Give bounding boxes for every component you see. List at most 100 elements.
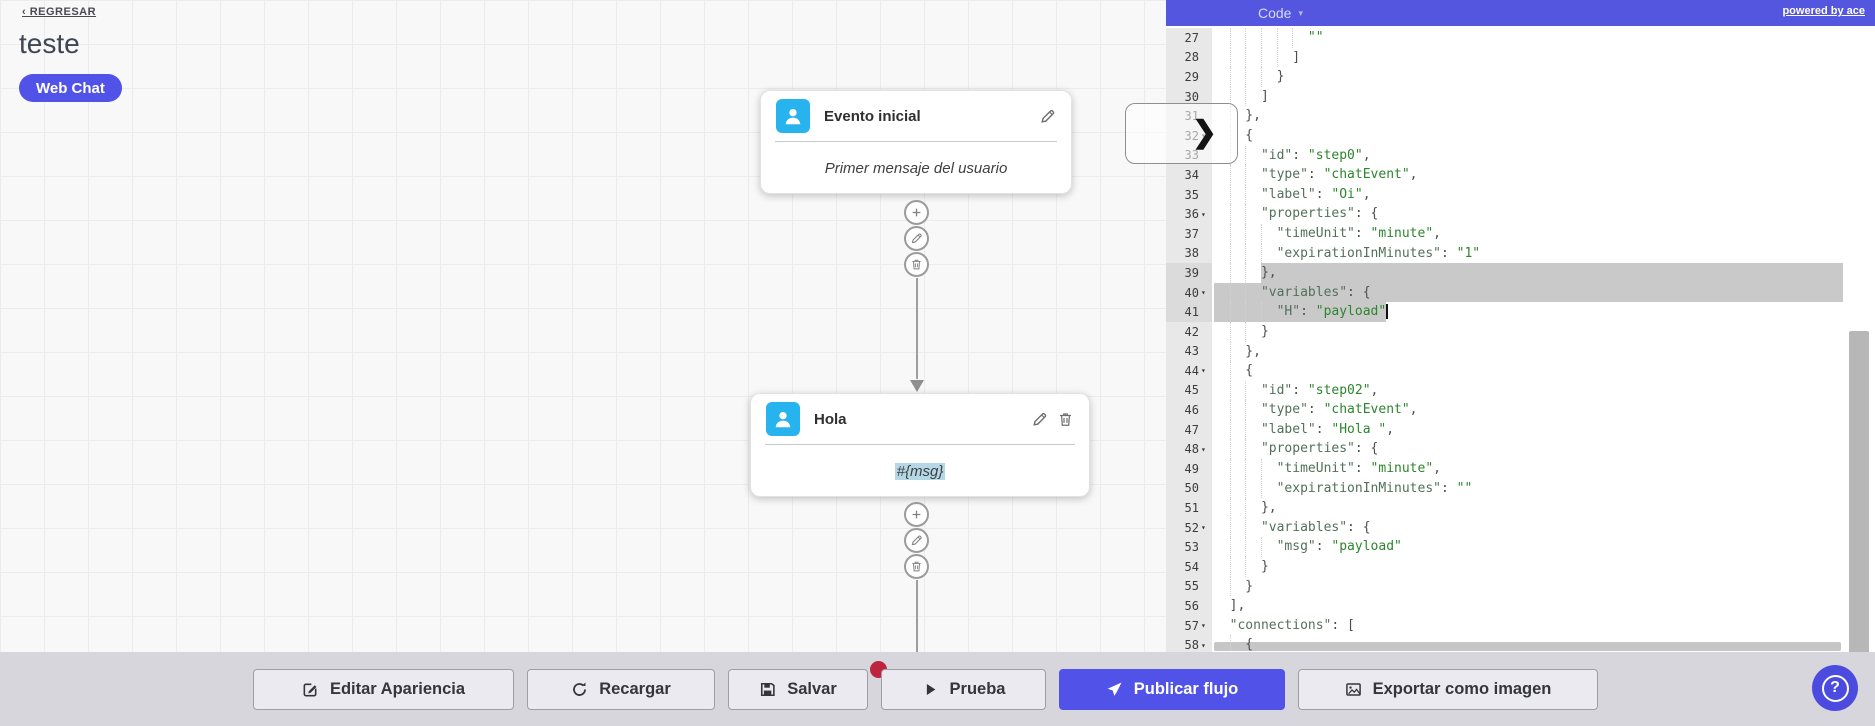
flow-title: teste [19, 28, 80, 59]
indent-guide [1245, 478, 1247, 499]
code-mode-label: Code [1258, 5, 1292, 21]
indent-guide [1229, 28, 1231, 48]
selection-highlight [1214, 302, 1387, 322]
fold-arrow-icon[interactable]: ▾ [1201, 288, 1206, 298]
gutter-cell: 49 [1166, 459, 1212, 479]
indent-guide [1229, 576, 1231, 597]
indent-guide [1229, 243, 1231, 264]
indent-guide [1229, 478, 1231, 499]
button-label: Publicar flujo [1133, 679, 1239, 698]
gutter-cell: 28 [1166, 47, 1212, 68]
indent-guide [1245, 321, 1247, 342]
code-line: 41"H": "payload" [1166, 302, 1875, 322]
gutter-cell: 38 [1166, 243, 1212, 264]
connector-line [915, 580, 918, 653]
code-editor[interactable]: 27""28]29}30]31},32▾{33"id": "step0",34"… [1166, 26, 1875, 652]
connector [904, 502, 929, 653]
code-line-content: "connections": [ [1229, 617, 1355, 633]
code-line-content: } [1212, 576, 1875, 597]
indent-guide [1229, 341, 1231, 362]
refresh-icon [571, 681, 588, 698]
code-line: 38"expirationInMinutes": "1" [1166, 243, 1875, 264]
line-number: 57 [1184, 618, 1199, 633]
indent-guide [1292, 28, 1294, 48]
code-line: 57▾ "connections": [ [1166, 615, 1875, 636]
code-line: 29} [1166, 67, 1875, 87]
connector-plus-button[interactable] [904, 200, 929, 225]
line-number: 56 [1184, 599, 1199, 614]
indent-guide [1229, 498, 1231, 518]
fold-arrow-icon[interactable]: ▾ [1201, 209, 1206, 219]
code-line: 44▾{ [1166, 361, 1875, 381]
connector [904, 200, 929, 392]
code-line: 56], [1166, 596, 1875, 616]
line-number: 54 [1184, 559, 1199, 574]
indent-guide [1245, 439, 1247, 460]
gutter-cell: 54 [1166, 557, 1212, 577]
indent-guide [1229, 67, 1231, 87]
indent-guide [1245, 400, 1247, 420]
gutter-cell: 39 [1166, 263, 1212, 283]
node-hola[interactable]: Hola #{msg} [750, 393, 1090, 497]
connector-trash-button[interactable] [904, 252, 929, 277]
code-line: 32▾{ [1166, 125, 1875, 146]
fold-arrow-icon[interactable]: ▾ [1201, 523, 1206, 533]
editar-apariencia-button[interactable]: Editar Apariencia [253, 668, 514, 710]
powered-by-ace-link[interactable]: powered by ace [1782, 5, 1865, 17]
line-number: 35 [1184, 187, 1199, 202]
node-pencil-button[interactable] [1031, 411, 1048, 428]
code-line-content: }, [1212, 106, 1875, 126]
node-divider [775, 141, 1057, 142]
recargar-button[interactable]: Recargar [527, 668, 715, 710]
salvar-button[interactable]: Salvar [728, 660, 887, 710]
text-cursor [1386, 304, 1389, 320]
flow-canvas[interactable]: ‹ REGRESAR teste Web Chat Evento inicial… [0, 0, 1166, 653]
connector-pencil-button[interactable] [904, 528, 929, 553]
indent-guide [1245, 263, 1247, 283]
code-line: 45"id": "step02", [1166, 380, 1875, 401]
line-number: 40 [1184, 285, 1199, 300]
line-number: 36 [1184, 207, 1199, 222]
exportar-como-imagen-button[interactable]: Exportar como imagen [1298, 668, 1598, 710]
connector-plus-button[interactable] [904, 502, 929, 527]
fold-arrow-icon[interactable]: ▾ [1201, 640, 1206, 650]
connector-trash-button[interactable] [904, 554, 929, 579]
node-actions [1031, 411, 1074, 428]
horizontal-scrollbar-thumb[interactable] [1214, 642, 1841, 651]
prueba-button[interactable]: Prueba [881, 668, 1046, 710]
back-link[interactable]: ‹ REGRESAR [22, 6, 97, 18]
code-line-content: "expirationInMinutes": "" [1212, 478, 1875, 499]
code-line-content: "label": "Oi", [1212, 184, 1875, 205]
code-panel-collapse-button[interactable]: ❯ [1125, 103, 1238, 164]
fold-arrow-icon[interactable]: ▾ [1201, 366, 1206, 376]
node-pencil-button[interactable] [1039, 108, 1056, 125]
node-trash-button[interactable] [1057, 411, 1074, 428]
connector-pencil-button[interactable] [904, 226, 929, 251]
line-number: 37 [1184, 226, 1199, 241]
gutter-cell: 27 [1166, 28, 1212, 48]
fold-arrow-icon[interactable]: ▾ [1201, 621, 1206, 631]
code-mode-dropdown[interactable]: Code ▾ [1258, 0, 1303, 26]
indent-guide [1245, 28, 1247, 48]
node-evento-inicial[interactable]: Evento inicial Primer mensaje del usuari… [760, 90, 1072, 194]
gutter-cell: 55 [1166, 576, 1212, 597]
publicar-flujo-button[interactable]: Publicar flujo [1059, 668, 1285, 710]
code-line-content: "variables": { [1212, 517, 1875, 538]
line-number: 47 [1184, 422, 1199, 437]
indent-guide [1276, 47, 1278, 68]
vertical-scrollbar-thumb[interactable] [1849, 331, 1869, 652]
indent-guide [1260, 243, 1262, 264]
indent-guide [1229, 204, 1231, 224]
indent-guide [1229, 517, 1231, 538]
indent-guide [1245, 517, 1247, 538]
indent-guide [1245, 223, 1247, 244]
indent-guide [1229, 459, 1231, 479]
code-line-content: "H": "payload" [1212, 302, 1875, 322]
node-header: Hola [751, 394, 1089, 444]
line-number: 58 [1184, 638, 1199, 652]
connector-line [915, 278, 918, 379]
gutter-cell: 42 [1166, 321, 1212, 342]
fold-arrow-icon[interactable]: ▾ [1201, 444, 1206, 454]
indent-guide [1245, 47, 1247, 68]
help-button[interactable]: ? [1812, 665, 1858, 711]
